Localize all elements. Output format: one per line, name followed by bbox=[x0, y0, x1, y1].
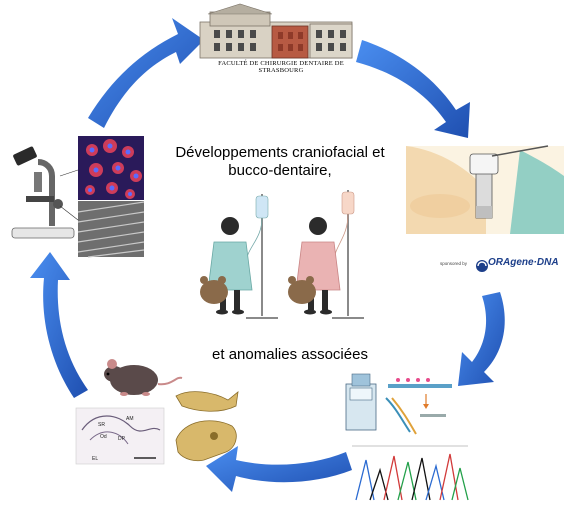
oragene-brand-name: ORAgene·DNA bbox=[488, 257, 559, 268]
sem-enamel-image bbox=[59, 169, 145, 258]
saliva-collection-illustration bbox=[406, 145, 564, 234]
iv-pole-left bbox=[245, 194, 278, 319]
diagram-subtitle: et anomalies associées bbox=[212, 346, 368, 363]
histology-label-sr: SR bbox=[98, 422, 105, 428]
faculty-building-illustration bbox=[199, 3, 353, 59]
mouse-illustration bbox=[104, 359, 183, 396]
diagram-title-line-2: bucco-dentaire, bbox=[228, 162, 332, 179]
iv-pole-right bbox=[332, 190, 364, 319]
cycle-arrow-right bbox=[458, 292, 505, 386]
histology-label-el: EL bbox=[92, 456, 99, 462]
child-figure-pink-gown bbox=[288, 217, 341, 315]
sponsor-label: sponsored by bbox=[440, 261, 468, 266]
cycle-arrow-left bbox=[30, 252, 88, 398]
child-figure-blue-gown bbox=[200, 217, 253, 315]
cycle-arrow-top-right bbox=[356, 40, 470, 138]
diagram-title-line-1: Développements craniofacial et bbox=[175, 144, 385, 161]
fluorescence-image bbox=[78, 136, 144, 200]
histology-label-am: AM bbox=[126, 416, 134, 422]
chromatogram bbox=[355, 453, 469, 501]
microscope-illustration bbox=[11, 146, 75, 239]
skull-illustration bbox=[175, 420, 237, 462]
sequencing-illustration bbox=[345, 373, 468, 447]
cycle-arrow-bottom bbox=[206, 446, 352, 492]
oragene-logo bbox=[476, 260, 488, 272]
histology-label-od: Od bbox=[100, 434, 107, 440]
mandible-illustration bbox=[175, 391, 239, 412]
cycle-arrow-top-left bbox=[88, 18, 204, 128]
faculty-caption: FACULTÉ DE CHIRURGIE DENTAIRE DE STRASBO… bbox=[218, 60, 344, 74]
histology-section bbox=[75, 407, 165, 465]
histology-label-dp: DP bbox=[118, 436, 125, 442]
